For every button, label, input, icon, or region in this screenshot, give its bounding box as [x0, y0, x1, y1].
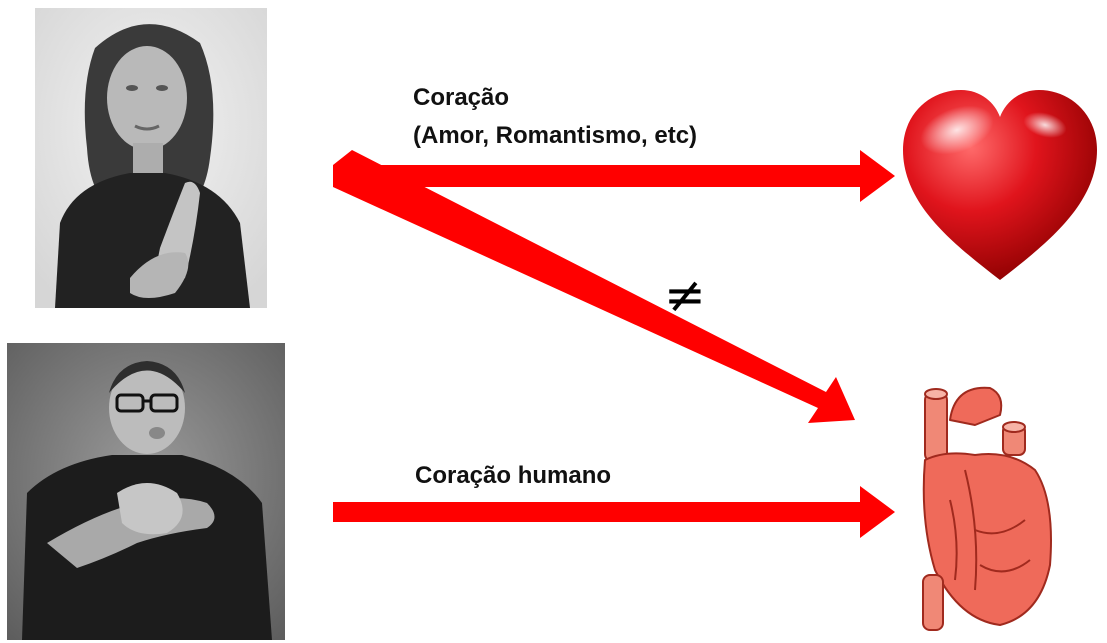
anatomical-heart-icon: [905, 380, 1055, 638]
label-human-heart: Coração humano: [415, 462, 612, 489]
woman-signing-photo: [35, 8, 267, 308]
label-heart-line2: (Amor, Romantismo, etc): [413, 122, 698, 149]
label-heart-line1: Coração: [413, 84, 510, 111]
arrow-top: [333, 150, 895, 202]
arrow-diagonal: [333, 150, 855, 423]
arrow-bottom: [333, 486, 895, 538]
not-equal-sign: ≠: [664, 266, 706, 324]
red-heart-icon: [895, 85, 1105, 285]
man-signing-photo: [7, 343, 285, 640]
